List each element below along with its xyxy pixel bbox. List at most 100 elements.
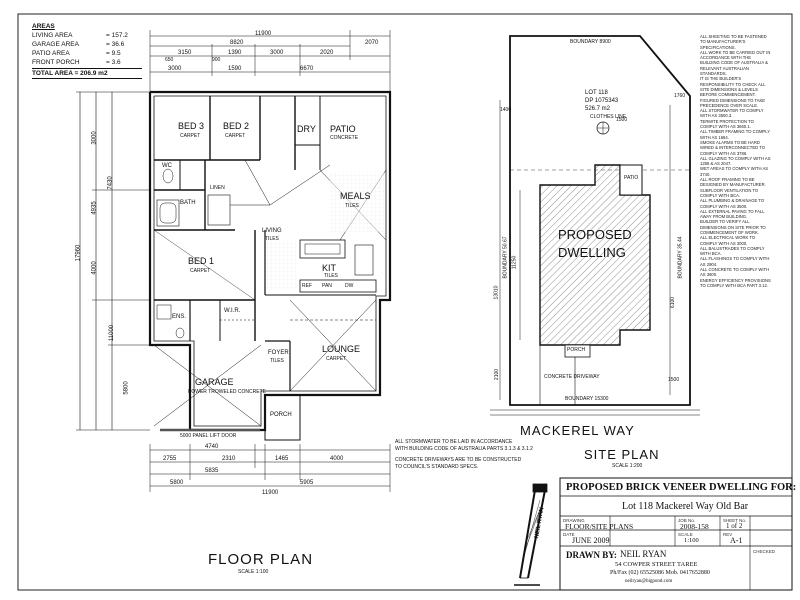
dim-text: 1390 bbox=[228, 50, 242, 56]
dim-text: 3000 bbox=[168, 66, 182, 72]
job-label: JOB No. bbox=[678, 518, 696, 523]
drawn-by-label: DRAWN BY: bbox=[566, 550, 617, 560]
site-plan-scale: SCALE 1:200 bbox=[612, 463, 643, 469]
dim-text: 900 bbox=[212, 57, 221, 63]
dim-text: 4740 bbox=[205, 444, 219, 450]
room-label-living: LIVING bbox=[262, 228, 282, 234]
areas-heading: AREAS bbox=[32, 23, 55, 30]
spec-note: ALL WORK TO BE CARRIED OUT IN ACCORDANCE… bbox=[700, 49, 771, 77]
designer-address: 54 COWPER STREET TAREE bbox=[615, 561, 698, 568]
floor-note: WITH BUILDING CODE OF AUSTRALIA PARTS 3.… bbox=[395, 446, 533, 452]
boundary-left-label: BOUNDARY 50.67 bbox=[502, 236, 509, 279]
room-label-lounge: LOUNGE bbox=[322, 344, 361, 354]
room-label-dw: DW bbox=[345, 283, 354, 289]
areas-row: LIVING AREA= 157.2 bbox=[32, 32, 128, 39]
room-floor: CONCRETE bbox=[330, 135, 359, 141]
dim-text: 1590 bbox=[228, 66, 242, 72]
scale-value: 1:100 bbox=[684, 537, 699, 544]
drawn-by-value: NEIL RYAN bbox=[620, 549, 667, 559]
dwelling-label: DWELLING bbox=[558, 245, 626, 260]
spec-note: ALL ROOF FRAMING TO BE DESIGNED BY MANUF… bbox=[700, 177, 766, 188]
project-site: Lot 118 Mackerel Way Old Bar bbox=[622, 501, 749, 512]
project-title: PROPOSED BRICK VENEER DWELLING FOR: bbox=[566, 482, 797, 493]
room-floor: TILES bbox=[345, 203, 359, 209]
areas-row: PATIO AREA= 9.5 bbox=[32, 50, 121, 57]
dwelling-label: PROPOSED bbox=[558, 227, 632, 242]
rev-label: REV bbox=[723, 532, 733, 537]
site-dim: 2100 bbox=[494, 368, 501, 381]
dim-text: 4000 bbox=[91, 261, 98, 275]
spec-note: ALL PLUMBING & DRAINAGE TO COMPLY WITH A… bbox=[700, 198, 765, 209]
spec-note: ALL CONCRETE TO COMPLY WITH AS 3600. bbox=[700, 267, 770, 278]
room-label-bath: BATH bbox=[180, 200, 196, 206]
spec-note: TERMITE PROTECTION TO COMPLY WITH AS 366… bbox=[700, 118, 754, 130]
designer-phone: Ph/Fax (02) 65525086 Mob. 0417652880 bbox=[610, 570, 710, 576]
room-label-dry: DRY bbox=[297, 124, 316, 134]
neil-ryan-logo bbox=[514, 483, 548, 586]
dim-text: 5800 bbox=[170, 480, 184, 486]
floor-note: CONCRETE DRIVEWAYS ARE TO BE CONSTRUCTED bbox=[395, 457, 522, 463]
spec-note: ALL GLAZING TO COMPLY WITH AS 1288 & AS … bbox=[700, 155, 771, 167]
room-floor: POWER TROWELED CONCRETE bbox=[188, 389, 266, 395]
site-dim: 1500 bbox=[616, 117, 628, 123]
room-label-patio: PATIO bbox=[330, 124, 356, 134]
dim-text: 1465 bbox=[275, 456, 289, 462]
checked-label: CHECKED bbox=[753, 549, 776, 554]
sheet-border bbox=[17, 13, 793, 591]
garage-door-label: 5000 PANEL LIFT DOOR bbox=[180, 433, 237, 439]
site-dim: 13010 bbox=[493, 285, 500, 300]
date-value: JUNE 2009 bbox=[572, 536, 610, 545]
sheet-value: 1 of 2 bbox=[726, 522, 743, 530]
dim-text: 11000 bbox=[109, 324, 116, 342]
spec-note: ALL SHEETING TO BE FASTENED TO MANUFACTU… bbox=[700, 34, 767, 50]
drawing-value: FLOOR/SITE PLANS bbox=[565, 522, 634, 531]
job-value: 2008-158 bbox=[680, 522, 709, 531]
floor-note: TO COUNCIL'S STANDARD SPECS. bbox=[395, 464, 479, 470]
spec-note: ALL EXTERNAL PAVING TO FALL AWAY FROM BU… bbox=[700, 208, 765, 220]
spec-note: BUILDER TO VERIFY ALL DIMENSIONS ON SITE… bbox=[700, 219, 766, 235]
spec-note: ALL STORMWATER TO COMPLY WITH AS 3500.3. bbox=[700, 108, 764, 119]
dim-text: 2070 bbox=[365, 40, 379, 46]
room-label-pantry: PAN bbox=[322, 283, 332, 289]
room-floor: TILES bbox=[270, 358, 284, 364]
floor-plan-scale: SCALE 1:100 bbox=[238, 569, 269, 575]
scale-label: SCALE bbox=[678, 532, 693, 537]
date-label: DATE bbox=[563, 532, 575, 537]
spec-note: IT IS THE BUILDER'S RESPONSIBILITY TO CH… bbox=[700, 76, 766, 98]
dim-text: 4000 bbox=[330, 456, 344, 462]
designer-email: neilryan@bigpond.com bbox=[625, 579, 673, 584]
street-name: MACKEREL WAY bbox=[520, 423, 635, 438]
dim-text: 3150 bbox=[178, 50, 192, 56]
room-label-meals: MEALS bbox=[340, 191, 371, 201]
drawing-label: DRAWING bbox=[563, 518, 585, 523]
floor-plan-walls bbox=[76, 30, 392, 492]
boundary-right-label: BOUNDARY 35.44 bbox=[677, 236, 684, 279]
dim-text: 2020 bbox=[320, 50, 334, 56]
dim-text: 2755 bbox=[163, 456, 177, 462]
dim-text: 11900 bbox=[262, 490, 279, 496]
room-floor: TILES bbox=[265, 236, 279, 242]
dim-text: 2310 bbox=[222, 456, 236, 462]
room-label-garage: GARAGE bbox=[195, 377, 234, 387]
dim-text: 5800 bbox=[123, 381, 130, 395]
areas-row: GARAGE AREA= 36.6 bbox=[32, 41, 125, 48]
clothes-line-label: CLOTHES LINE bbox=[590, 114, 627, 120]
lot-number: LOT 118 bbox=[585, 90, 608, 96]
site-porch-label: PORCH bbox=[567, 347, 586, 353]
spec-note: ALL BALUSTRADES TO COMPLY WITH BCA. bbox=[700, 245, 765, 257]
spec-note: ALL FLASHINGS TO COMPLY WITH AS 2904. bbox=[700, 256, 770, 267]
spec-note: WET AREAS TO COMPLY WITH AS 3740. bbox=[700, 166, 769, 177]
room-label-kit: KIT bbox=[322, 263, 337, 273]
site-dim: 1500 bbox=[668, 377, 680, 383]
spec-note: FIGURED DIMENSIONS TO TAKE PRECEDENCE OV… bbox=[700, 97, 766, 108]
lot-area: 526.7 m2 bbox=[585, 106, 611, 112]
room-label-porch: PORCH bbox=[270, 412, 292, 418]
site-dim: 1760 bbox=[674, 93, 686, 99]
dim-text: 6670 bbox=[300, 66, 314, 72]
areas-row: FRONT PORCH= 3.6 bbox=[32, 59, 121, 66]
room-label-foyer: FOYER bbox=[268, 350, 289, 356]
boundary-top-label: BOUNDARY 8900 bbox=[570, 39, 611, 45]
spec-note: SMOKE ALARMS TO BE HARD WIRED & INTERCON… bbox=[700, 139, 765, 156]
spec-note: ALL ELECTRICAL WORK TO COMPLY WITH AS 30… bbox=[700, 235, 756, 246]
